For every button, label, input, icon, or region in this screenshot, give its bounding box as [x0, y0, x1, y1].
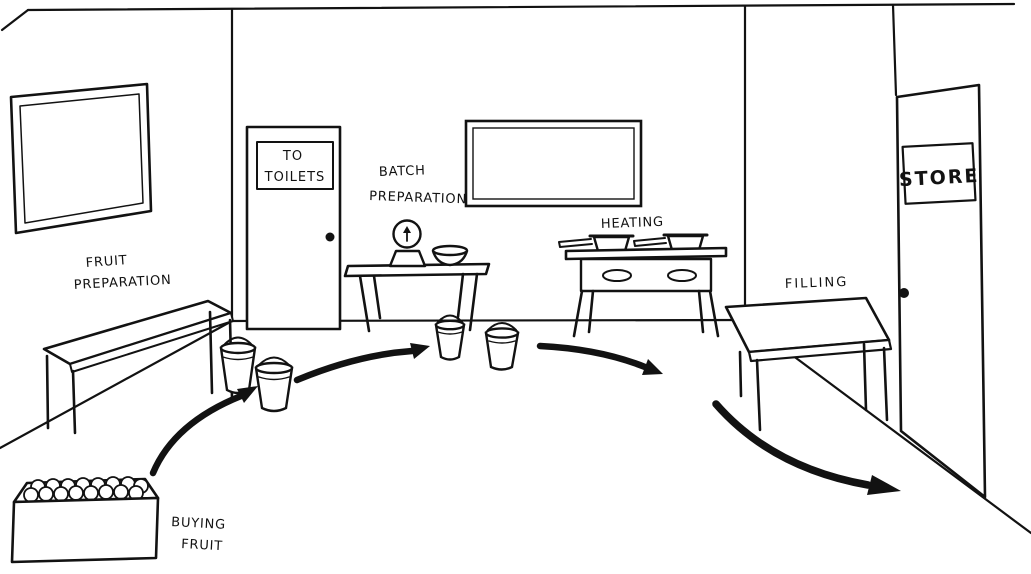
- toilets-door-panel: [245, 125, 342, 331]
- batch-preparation-table: [343, 219, 491, 333]
- whiteboard-center: [464, 119, 643, 208]
- filling-table-legs: [738, 342, 889, 432]
- label-heating: HEATING: [601, 215, 665, 232]
- flow-arrow-1: [149, 386, 258, 477]
- fruit-prep-tabletop: [42, 299, 233, 366]
- store-sign-label: STORE: [899, 165, 980, 191]
- bucket-band: [258, 376, 290, 381]
- fruit-box: [10, 476, 160, 564]
- whiteboard-left-surface: [19, 93, 144, 224]
- arrowhead-icon: [867, 475, 901, 495]
- stove-vent-icon: [602, 269, 632, 282]
- toilets-door: TO TOILETS: [245, 125, 342, 331]
- flow-arrow-4: [712, 400, 901, 495]
- bucket-rim: [434, 319, 466, 331]
- fruit-prep-table-edge: [69, 312, 234, 373]
- batch-table-legs: [358, 272, 479, 333]
- ceiling-line: [26, 2, 1016, 12]
- whiteboard-left-frame: [9, 82, 153, 235]
- store-sign-frame: [901, 142, 977, 205]
- label-batch-preparation-line2: PREPARATION: [369, 189, 467, 207]
- label-buying-fruit-line1: BUYING: [171, 515, 227, 533]
- stove-legs: [572, 289, 720, 338]
- stove-front-panel: [579, 257, 713, 293]
- filling-table-edge: [747, 338, 893, 363]
- fruit-box-front: [10, 496, 160, 564]
- mixing-bowl-icon: [431, 244, 469, 267]
- bucket-body: [219, 346, 257, 395]
- buckets-batch-prep: [434, 314, 520, 371]
- store-sign: STORE: [899, 142, 980, 205]
- whiteboard-left: [9, 82, 153, 235]
- label-fruit-preparation-line1: FRUIT: [85, 253, 128, 271]
- buckets-fruit-prep: [219, 336, 294, 413]
- weighing-scale-icon: [388, 219, 427, 268]
- room-walls: [0, 2, 1031, 535]
- toilets-doorknob-icon: [325, 232, 335, 242]
- fruit-pile: [23, 476, 149, 503]
- stove-top: [564, 246, 728, 261]
- store-wall-corner: [891, 3, 898, 97]
- arrowhead-icon: [642, 359, 663, 375]
- ceiling-corner-left: [0, 8, 30, 32]
- bucket-rim: [484, 327, 520, 339]
- bucket-body: [254, 366, 294, 413]
- toilets-sign-line1: TO: [282, 149, 303, 164]
- bucket-rim: [254, 361, 294, 375]
- whiteboard-center-surface: [472, 127, 635, 200]
- bucket-handle-icon: [258, 356, 290, 366]
- bucket-handle-icon: [223, 336, 253, 346]
- flow-arrows: [149, 342, 901, 495]
- toilets-sign-line2: TOILETS: [264, 170, 326, 185]
- label-batch-preparation-line1: BATCH: [379, 163, 426, 180]
- store-doorknob-icon: [899, 288, 909, 298]
- store-door-panel: [895, 83, 987, 499]
- bucket-handle-icon: [437, 314, 463, 323]
- heating-stove: [558, 233, 728, 338]
- arrowhead-icon: [410, 343, 430, 359]
- stove-vent-icon: [667, 269, 697, 282]
- label-filling: FILLING: [785, 275, 849, 292]
- toilets-sign: [256, 141, 334, 190]
- fruit-preparation-table: [42, 299, 234, 435]
- bucket-band: [437, 331, 463, 335]
- flow-arrow-2: [293, 343, 430, 384]
- floor-line-left: [0, 319, 234, 450]
- station-labels: FRUIT PREPARATION BATCH PREPARATION HEAT…: [73, 163, 848, 554]
- label-fruit-preparation-line2: PREPARATION: [73, 273, 172, 293]
- bucket-rim: [219, 341, 257, 355]
- store-door: STORE: [895, 83, 987, 499]
- bucket-band: [222, 356, 254, 361]
- flow-arrow-3: [536, 342, 663, 375]
- label-buying-fruit-line2: FRUIT: [181, 537, 224, 554]
- bucket-band: [488, 340, 516, 344]
- filling-table: [724, 296, 893, 432]
- batch-tabletop: [343, 262, 491, 278]
- whiteboard-center-frame: [464, 119, 643, 208]
- bucket-handle-icon: [487, 322, 517, 331]
- arrowhead-icon: [237, 386, 258, 403]
